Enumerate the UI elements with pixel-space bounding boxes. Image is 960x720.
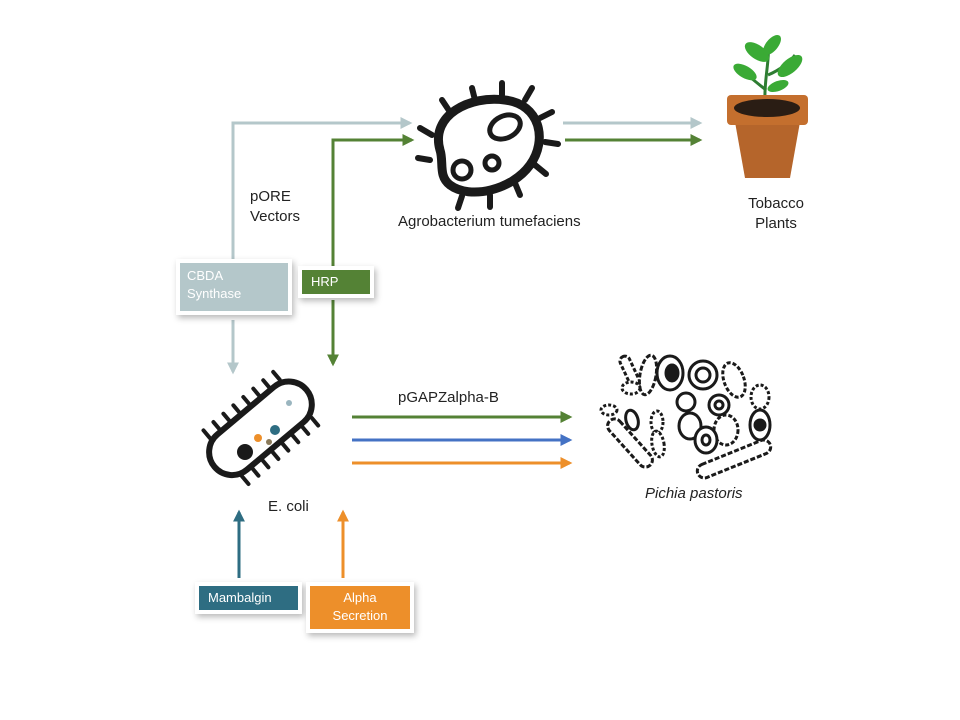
arrow-hrp-to-agro: [331, 134, 415, 267]
mambalgin-box: Mambalgin: [199, 586, 298, 610]
pore-vectors-label: pORE Vectors: [250, 188, 301, 225]
ecoli-label: E. coli: [268, 498, 309, 515]
arrow-cbda-to-agro: [231, 117, 413, 262]
pichia-pastoris-label: Pichia pastoris: [645, 485, 743, 502]
agrobacterium-label: Agrobacterium tumefaciens: [398, 213, 581, 230]
plant-pot-icon: [727, 35, 808, 178]
tobacco-plants-label: Tobacco Plants: [748, 195, 804, 232]
pgapzalpha-label: pGAPZalpha-B: [398, 389, 499, 406]
yeast-cells-icon: [599, 353, 773, 480]
cbda-synthase-box: CBDA Synthase: [180, 263, 288, 311]
bacterium-icon: [415, 80, 561, 211]
hrp-box: HRP: [302, 270, 370, 294]
ecoli-icon: [201, 369, 321, 487]
alpha-secretion-box: Alpha Secretion: [310, 586, 410, 629]
